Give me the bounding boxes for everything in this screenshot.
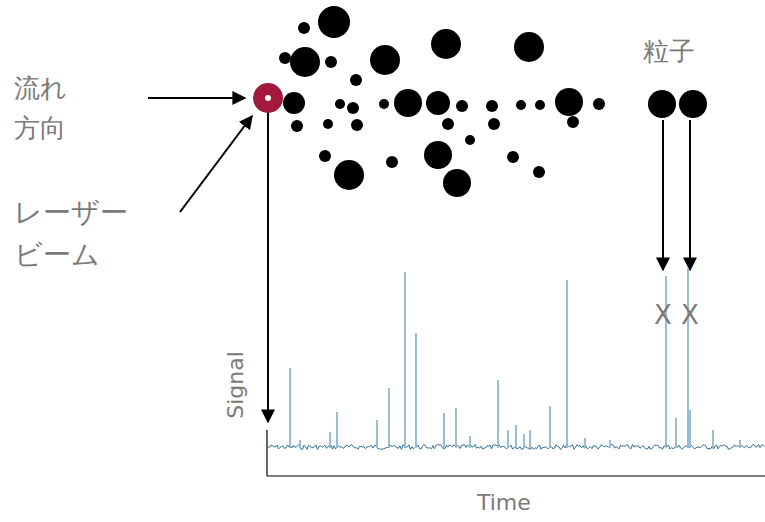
signal-peak xyxy=(739,440,741,448)
axis-label: Time xyxy=(477,490,531,516)
signal-peak xyxy=(523,434,525,448)
signal-peak xyxy=(529,430,531,448)
signal-peak xyxy=(497,380,499,448)
signal-peak xyxy=(388,388,390,448)
signal-peak xyxy=(584,438,586,448)
x-mark: X xyxy=(654,300,672,331)
particle-label: 粒子 xyxy=(643,36,695,67)
signal-peak xyxy=(455,408,457,448)
signal-peak xyxy=(469,436,471,448)
signal-peak xyxy=(329,432,331,448)
signal-peak xyxy=(609,440,611,448)
signal-peak xyxy=(687,268,689,448)
laser-dot xyxy=(265,95,271,101)
axis-label: Signal xyxy=(223,351,249,419)
signal-peak xyxy=(336,412,338,448)
particles xyxy=(279,6,707,197)
signal-peak xyxy=(712,430,714,448)
signal-peak xyxy=(415,333,417,448)
signal-peak xyxy=(515,425,517,448)
laser-beam-label: レーザー ビーム xyxy=(14,192,142,276)
flow-direction-label: 流れ 方向 xyxy=(14,68,76,148)
signal-peak xyxy=(376,420,378,448)
signal-peak xyxy=(675,418,677,448)
signal-peak xyxy=(299,440,301,448)
laser-beam xyxy=(253,83,283,113)
signal-peak xyxy=(549,406,551,448)
signal-peak xyxy=(507,430,509,448)
arrows xyxy=(148,98,690,422)
signal-peak xyxy=(443,413,445,448)
signal-peak xyxy=(689,410,691,448)
x-mark: X xyxy=(681,300,699,331)
signal-peak xyxy=(566,280,568,448)
signal-trace xyxy=(268,268,765,450)
signal-peak xyxy=(289,368,291,448)
signal-peak xyxy=(404,272,406,448)
